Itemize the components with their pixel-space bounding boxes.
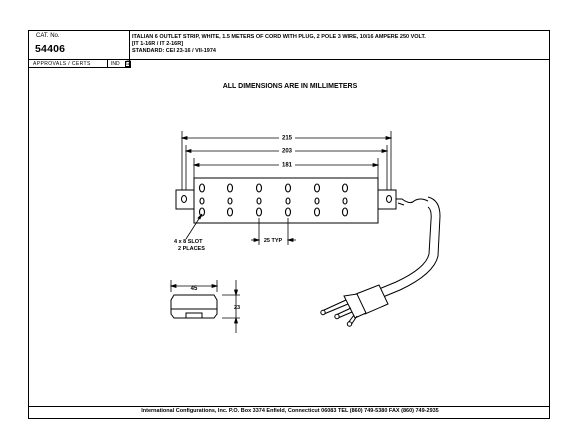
ind-label: IND	[111, 61, 120, 67]
dim-mounting: 203	[282, 149, 293, 155]
description-line-1: ITALIAN 6 OUTLET STRIP, WHITE, 1.5 METER…	[132, 34, 426, 40]
left-mounting-ear	[175, 189, 195, 210]
company-footer: International Configurations, Inc. P.O. …	[141, 408, 439, 414]
dim-height: 23	[234, 305, 240, 311]
title-bottom-rule	[29, 59, 549, 60]
dimension-lines	[169, 131, 393, 333]
drawing-sheet: CAT. No. 54406 ITALIAN 6 OUTLET STRIP, W…	[28, 30, 550, 419]
ind-checkbox[interactable]: ☑	[125, 60, 132, 67]
title-divider	[129, 31, 130, 67]
dim-overall: 215	[282, 136, 293, 142]
outlet-holes	[198, 183, 349, 217]
dim-pitch: 25 TYP	[264, 238, 283, 244]
units-note: ALL DIMENSIONS ARE IN MILLIMETERS	[222, 83, 358, 90]
description-line-2: [IT 1-16R / IT 2-16R]	[132, 41, 184, 47]
left-mounting-slot	[181, 195, 187, 203]
slot-note-line-2: 2 PLACES	[178, 246, 205, 252]
footer-rule	[29, 406, 549, 407]
approvals-divider	[107, 59, 108, 67]
plug	[320, 284, 389, 327]
right-mounting-slot	[386, 195, 392, 203]
power-cord	[378, 196, 441, 298]
approvals-bottom-rule	[29, 67, 131, 68]
catalog-number: 54406	[35, 43, 66, 55]
end-view	[170, 294, 218, 319]
approvals-label: APPROVALS / CERTS	[33, 61, 91, 67]
product-description: ITALIAN 6 OUTLET STRIP, WHITE, 1.5 METER…	[132, 34, 426, 55]
description-line-3: STANDARD: CEI 23-16 / VII-1974	[132, 48, 216, 54]
dim-body: 181	[282, 163, 293, 169]
slot-note-line-1: 4 x 8 SLOT	[174, 239, 203, 245]
dim-width: 45	[191, 286, 198, 292]
cat-label: CAT. No.	[36, 33, 60, 39]
